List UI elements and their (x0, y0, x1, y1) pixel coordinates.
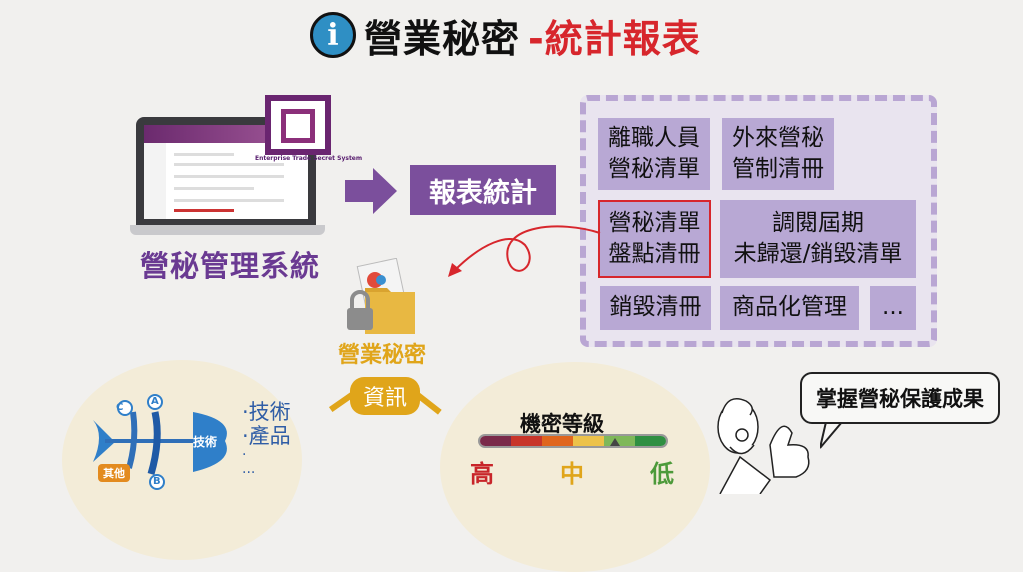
gauge-marker (609, 438, 620, 446)
report-item-highlighted: 營秘清單 盤點清冊 (598, 200, 711, 278)
right-arrow-icon (345, 168, 397, 214)
list-item: · (242, 447, 247, 463)
node-a: A (151, 396, 159, 407)
fish-head-label: 技術 (193, 435, 218, 449)
fishbone-diagram (93, 394, 227, 490)
report-item: 外來營秘 管制清冊 (722, 118, 834, 190)
speech-bubble: 掌握營秘保護成果 (800, 372, 1000, 424)
level-high: 高 (470, 460, 494, 488)
level-low: 低 (650, 460, 674, 488)
report-stats-label: 報表統計 (410, 165, 556, 215)
info-icon: i (310, 12, 356, 58)
report-item: 商品化管理 (720, 286, 859, 330)
curved-arrow-icon (448, 225, 601, 277)
title-sub: -統計報表 (528, 16, 701, 61)
logo-caption: Enterprise Trade Secret System (255, 155, 363, 162)
bubble-tail-icon (820, 421, 843, 449)
node-c: C (116, 402, 124, 413)
folder-lock-icon (347, 258, 415, 334)
node-b: B (153, 476, 161, 487)
list-item: ·產品 (242, 424, 291, 448)
list-item: ... (242, 461, 256, 477)
man-thumbs-up-illustration (717, 398, 810, 494)
title-main: 營業秘密 (364, 16, 521, 61)
list-item: ·技術 (242, 400, 291, 424)
report-item: 銷毀清冊 (600, 286, 711, 330)
category-list: ·技術 ·產品 · ... (242, 400, 291, 476)
page-title: i 營業秘密 -統計報表 (310, 10, 701, 61)
trade-secret-label: 營業秘密 (338, 343, 427, 368)
confidentiality-gauge (478, 434, 668, 448)
confidentiality-title: 機密等級 (520, 412, 604, 436)
info-pill: 資訊 (350, 377, 420, 415)
other-tag: 其他 (98, 464, 130, 482)
ets-logo (265, 95, 331, 155)
report-item: 離職人員 營秘清單 (598, 118, 710, 190)
report-item: 調閱屆期 未歸還/銷毀清單 (720, 200, 916, 278)
report-item: ... (870, 286, 916, 330)
system-caption: 營秘管理系統 (140, 249, 321, 283)
level-mid: 中 (560, 460, 584, 488)
